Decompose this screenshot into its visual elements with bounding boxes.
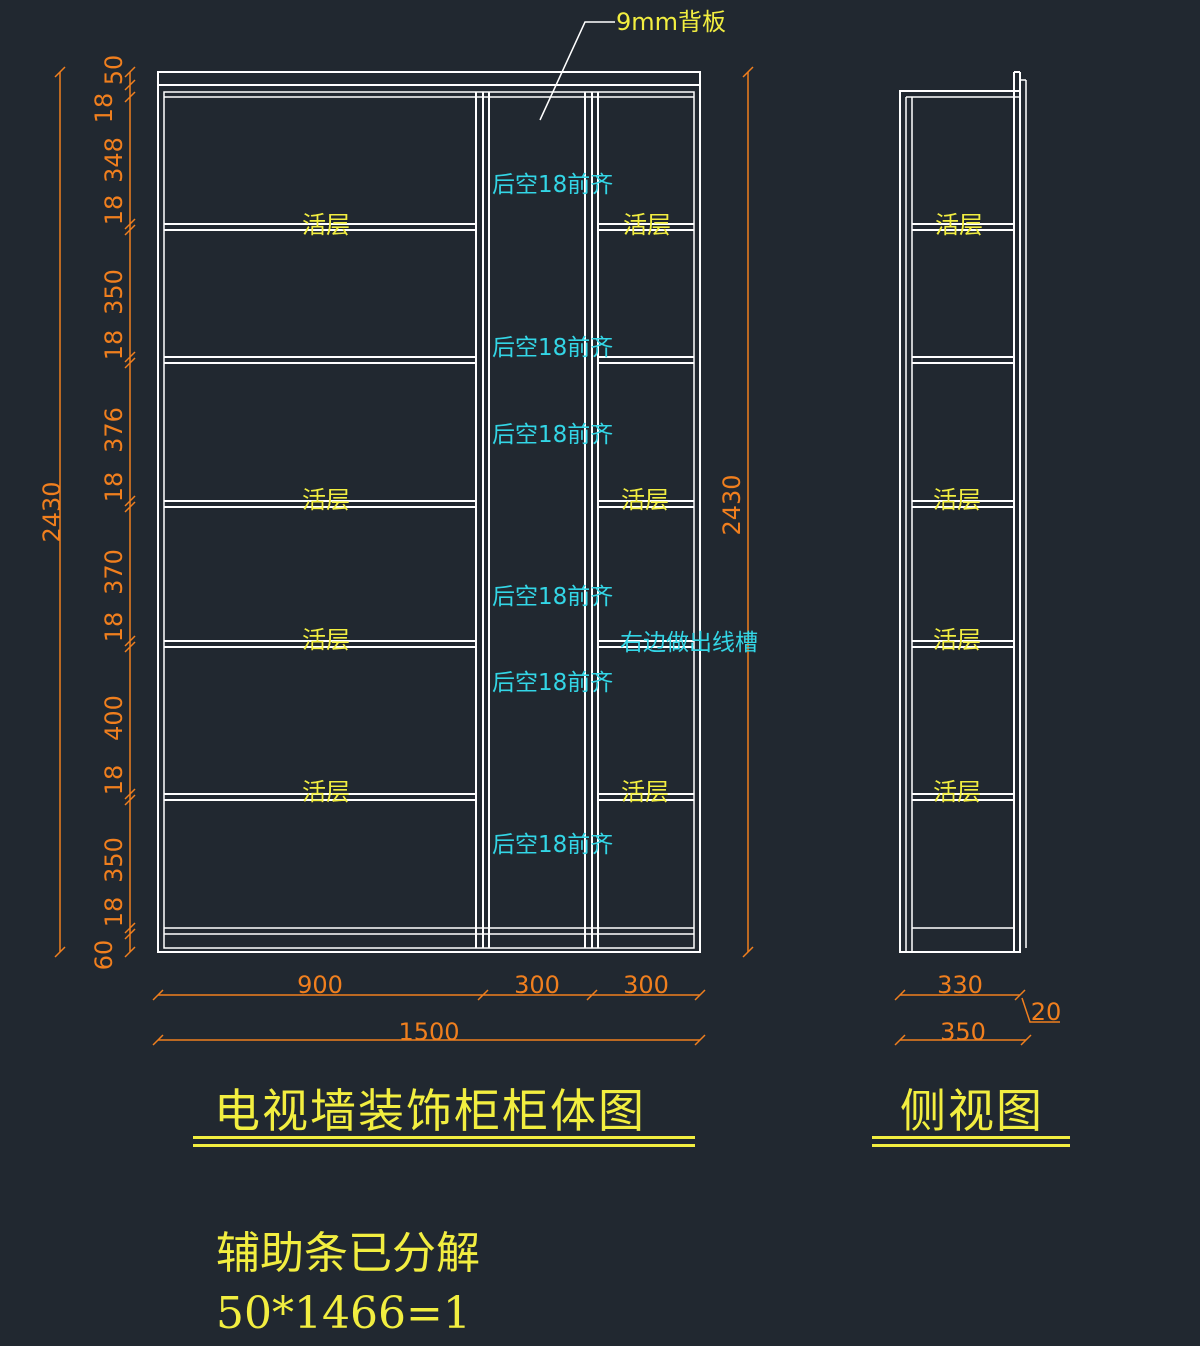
vdim-18-a: 18 bbox=[90, 93, 118, 124]
backboard-leader-line bbox=[539, 21, 615, 121]
hdim-300-b: 300 bbox=[623, 971, 669, 999]
side-shelf-label-2: 活层 bbox=[933, 486, 981, 514]
vdim-400: 400 bbox=[100, 695, 128, 741]
front-view-title: 电视墙装饰柜柜体图 bbox=[214, 1084, 646, 1138]
overall-height-right: 2430 bbox=[718, 474, 746, 535]
wire-slot-note: 右边做出线槽 bbox=[620, 630, 758, 656]
shelf-label-left-2: 活层 bbox=[302, 486, 350, 514]
vdim-18-b: 18 bbox=[100, 195, 128, 226]
shelf-label-left-3: 活层 bbox=[302, 626, 350, 654]
shelf-label-right-3: 活层 bbox=[621, 778, 669, 806]
strip-note-line-2: 50*1466=1 bbox=[216, 1288, 471, 1339]
vdim-18-d: 18 bbox=[100, 472, 128, 503]
dimension-text: 2430 2430 50 18 348 18 350 18 376 18 370… bbox=[38, 55, 1061, 1046]
front-view-cabinet bbox=[157, 21, 701, 953]
back-gap-note-5: 后空18前齐 bbox=[492, 670, 613, 696]
back-gap-note-1: 后空18前齐 bbox=[492, 172, 613, 198]
side-shelf-label-3: 活层 bbox=[933, 626, 981, 654]
right-shelves bbox=[598, 223, 694, 801]
shelf-label-left-1: 活层 bbox=[302, 211, 350, 239]
vdim-top-50: 50 bbox=[100, 55, 128, 86]
dimension-lines bbox=[54, 66, 1060, 1046]
back-gap-note-2: 后空18前齐 bbox=[492, 335, 613, 361]
cabinet-inner-frame bbox=[163, 91, 695, 949]
construction-notes: 后空18前齐 后空18前齐 后空18前齐 后空18前齐 后空18前齐 后空18前… bbox=[492, 172, 758, 858]
side-dim-20: 20 bbox=[1031, 998, 1062, 1026]
vdim-18-e: 18 bbox=[100, 612, 128, 643]
side-outer-frame bbox=[899, 90, 1021, 953]
side-dim-350: 350 bbox=[940, 1018, 986, 1046]
shelf-labels: 9mm背板 活层 活层 活层 活层 活层 活层 活层 活层 活层 活层 活层 bbox=[302, 8, 983, 806]
side-view-title: 侧视图 bbox=[900, 1084, 1044, 1138]
front-title-underline-1 bbox=[193, 1136, 695, 1139]
left-shelves bbox=[164, 223, 476, 801]
shelf-label-left-4: 活层 bbox=[302, 778, 350, 806]
vdim-18-f: 18 bbox=[100, 765, 128, 796]
front-title-underline-2 bbox=[193, 1144, 695, 1147]
vdim-370: 370 bbox=[100, 549, 128, 595]
shelf-label-right-1: 活层 bbox=[623, 211, 671, 239]
side-title-underline-2 bbox=[872, 1144, 1070, 1147]
cabinet-outer-frame bbox=[157, 71, 701, 953]
vdim-350-a: 350 bbox=[100, 269, 128, 315]
side-shelves bbox=[912, 223, 1014, 801]
vdim-376: 376 bbox=[100, 407, 128, 453]
back-gap-note-4: 后空18前齐 bbox=[492, 584, 613, 610]
side-title-underline-1 bbox=[872, 1136, 1070, 1139]
vdim-18-g: 18 bbox=[100, 897, 128, 928]
vdim-bottom-60: 60 bbox=[90, 940, 118, 971]
shelf-label-right-2: 活层 bbox=[621, 486, 669, 514]
side-view-cabinet bbox=[899, 71, 1027, 953]
hdim-900: 900 bbox=[297, 971, 343, 999]
hdim-300-a: 300 bbox=[514, 971, 560, 999]
back-gap-note-3: 后空18前齐 bbox=[492, 422, 613, 448]
back-gap-note-6: 后空18前齐 bbox=[492, 832, 613, 858]
strip-note-line-1: 辅助条已分解 bbox=[216, 1228, 480, 1279]
backboard-callout: 9mm背板 bbox=[616, 8, 726, 36]
side-dim-330: 330 bbox=[937, 971, 983, 999]
side-shelf-label-4: 活层 bbox=[933, 778, 981, 806]
hdim-1500: 1500 bbox=[398, 1018, 459, 1046]
vdim-18-c: 18 bbox=[100, 330, 128, 361]
vdim-350-b: 350 bbox=[100, 837, 128, 883]
side-shelf-label-1: 活层 bbox=[935, 211, 983, 239]
overall-height-left: 2430 bbox=[38, 481, 66, 542]
vdim-348: 348 bbox=[100, 137, 128, 183]
